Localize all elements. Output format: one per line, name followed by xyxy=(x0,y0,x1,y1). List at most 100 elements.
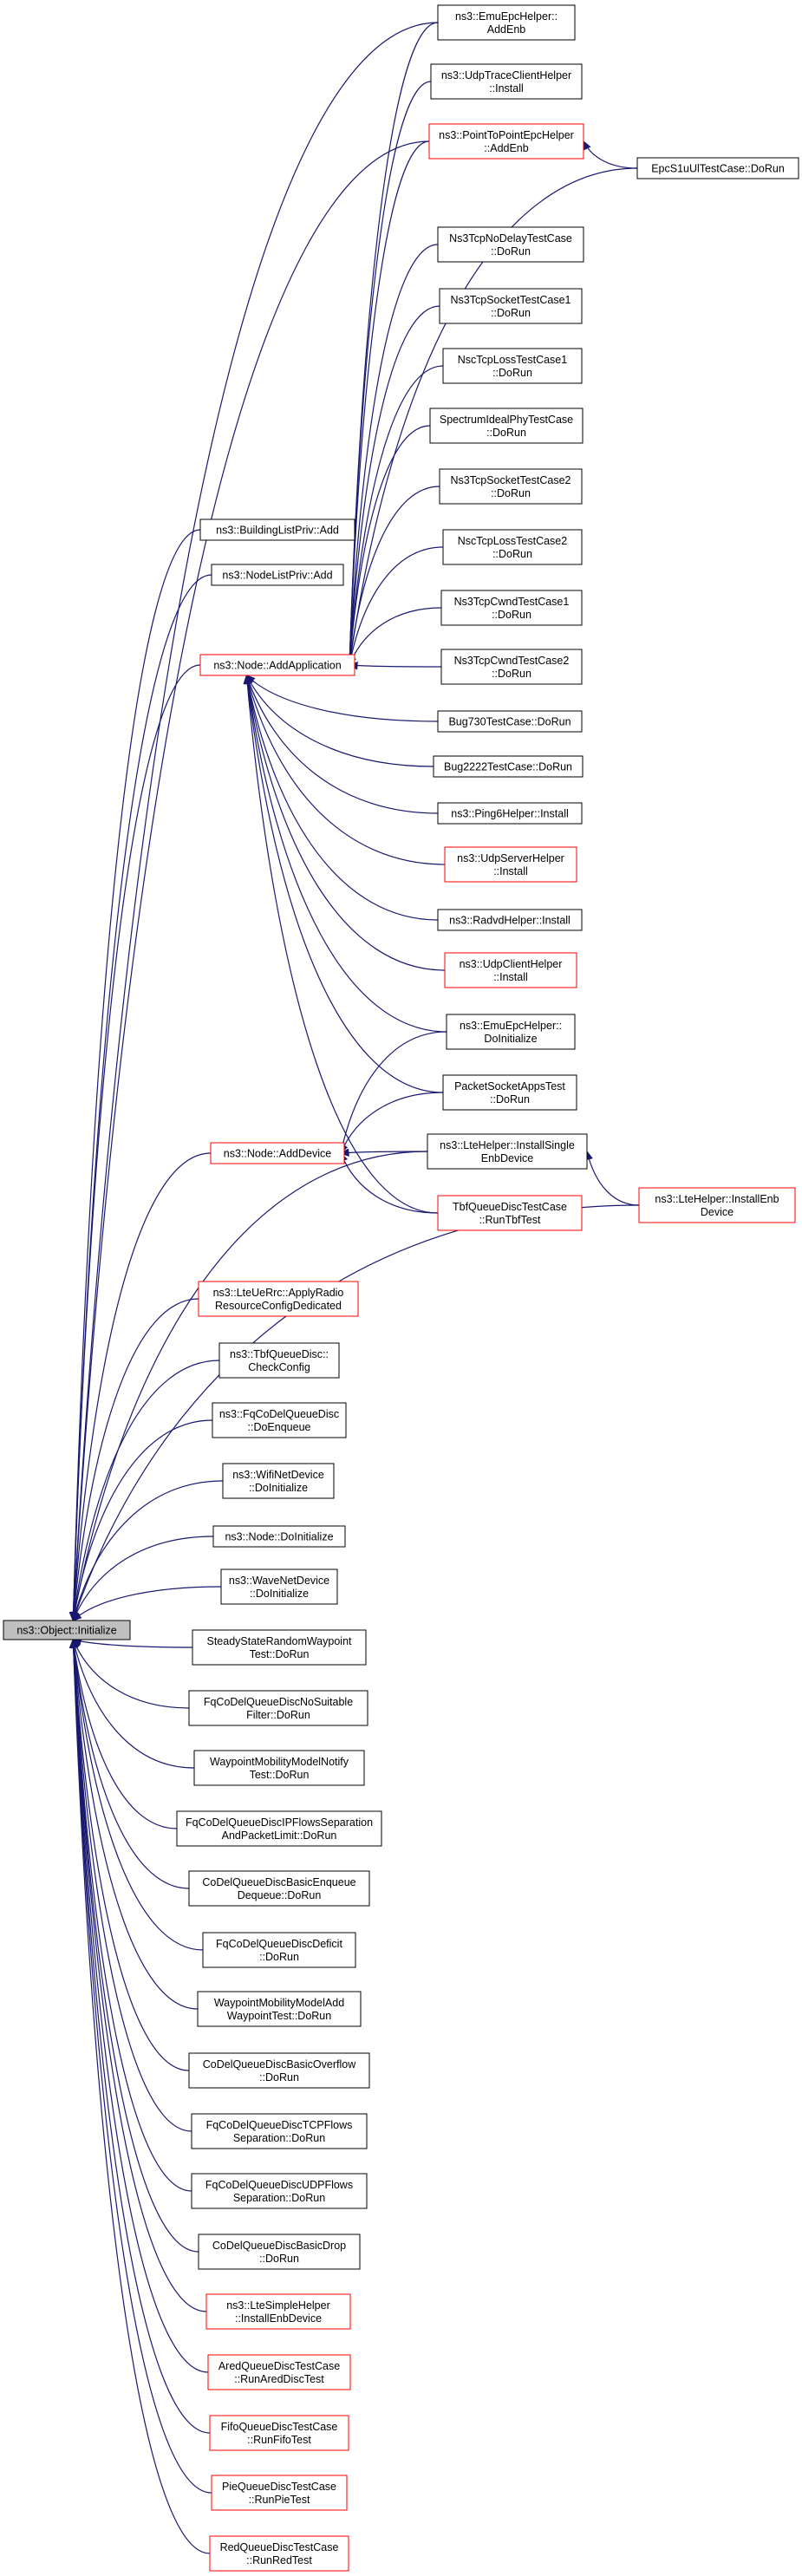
node-box[interactable] xyxy=(446,1014,576,1050)
node-box[interactable] xyxy=(188,1870,370,1907)
graph-node-lteInstallEnb[interactable]: ns3::LteHelper::InstallEnbDevice xyxy=(638,1187,796,1223)
graph-node-ns3TcpSocket1[interactable]: Ns3TcpSocketTestCase1::DoRun xyxy=(439,288,583,324)
graph-node-radvd[interactable]: ns3::RadvdHelper::Install xyxy=(437,909,583,931)
node-box[interactable] xyxy=(193,1750,365,1786)
node-box[interactable] xyxy=(191,2113,368,2149)
node-box[interactable] xyxy=(191,2173,368,2209)
graph-node-nscTcpLoss1[interactable]: NscTcpLossTestCase1::DoRun xyxy=(442,348,583,384)
node-box[interactable] xyxy=(442,348,583,384)
graph-node-packetSocket[interactable]: PacketSocketAppsTest::DoRun xyxy=(442,1074,577,1111)
node-box[interactable] xyxy=(444,952,577,988)
node-box[interactable] xyxy=(212,1525,346,1548)
graph-node-udpTrace[interactable]: ns3::UdpTraceClientHelper::Install xyxy=(430,63,583,100)
node-box[interactable] xyxy=(428,123,584,160)
graph-node-wifiInit[interactable]: ns3::WifiNetDevice::DoInitialize xyxy=(222,1463,335,1499)
node-box[interactable] xyxy=(437,710,583,733)
node-box[interactable] xyxy=(437,802,583,825)
node-box[interactable] xyxy=(427,1133,588,1170)
node-box[interactable] xyxy=(437,226,584,263)
graph-node-spectrumIdeal[interactable]: SpectrumIdealPhyTestCase::DoRun xyxy=(429,408,584,444)
graph-node-lteUeRrc[interactable]: ns3::LteUeRrc::ApplyRadioResourceConfigD… xyxy=(198,1281,359,1317)
graph-node-bug730[interactable]: Bug730TestCase::DoRun xyxy=(437,710,583,733)
graph-node-udpServer[interactable]: ns3::UdpServerHelper::Install xyxy=(444,846,577,883)
node-box[interactable] xyxy=(440,590,583,626)
graph-node-lteSimple[interactable]: ns3::LteSimpleHelper::InstallEnbDevice xyxy=(205,2293,351,2330)
node-box[interactable] xyxy=(636,157,799,179)
node-box[interactable] xyxy=(202,1932,356,1968)
graph-node-ns3TcpNoDelay[interactable]: Ns3TcpNoDelayTestCase::DoRun xyxy=(437,226,584,263)
graph-node-fqEnqueue[interactable]: ns3::FqCoDelQueueDisc::DoEnqueue xyxy=(212,1402,347,1438)
node-box[interactable] xyxy=(439,288,583,324)
node-box[interactable] xyxy=(222,1463,335,1499)
graph-node-fqTCP[interactable]: FqCoDelQueueDiscTCPFlowsSeparation::DoRu… xyxy=(191,2113,368,2149)
node-box[interactable] xyxy=(429,408,584,444)
graph-node-pie[interactable]: PieQueueDiscTestCase::RunPieTest xyxy=(211,2475,348,2511)
graph-node-fifo[interactable]: FifoQueueDiscTestCase::RunFifoTest xyxy=(209,2415,349,2451)
node-box[interactable] xyxy=(212,1402,347,1438)
graph-node-ns3TcpCwnd2[interactable]: Ns3TcpCwndTestCase2::DoRun xyxy=(440,649,583,685)
graph-node-emuDoInit[interactable]: ns3::EmuEpcHelper::DoInitialize xyxy=(446,1014,576,1050)
graph-node-udpClient[interactable]: ns3::UdpClientHelper::Install xyxy=(444,952,577,988)
node-box[interactable] xyxy=(218,1342,340,1379)
graph-node-fqUDP[interactable]: FqCoDelQueueDiscUDPFlowsSeparation::DoRu… xyxy=(191,2173,368,2209)
node-box[interactable] xyxy=(440,649,583,685)
node-box[interactable] xyxy=(442,1074,577,1111)
graph-node-p2pAddEnb[interactable]: ns3::PointToPointEpcHelper::AddEnb xyxy=(428,123,584,160)
node-box[interactable] xyxy=(439,468,583,505)
node-box[interactable] xyxy=(437,4,576,41)
graph-node-tbfRun[interactable]: TbfQueueDiscTestCase::RunTbfTest xyxy=(437,1195,583,1231)
graph-node-addDevice[interactable]: ns3::Node::AddDevice xyxy=(210,1142,345,1164)
node-box[interactable] xyxy=(211,2475,348,2511)
node-box[interactable] xyxy=(442,529,583,565)
node-box[interactable] xyxy=(188,1690,368,1726)
node-box[interactable] xyxy=(197,1991,362,2027)
node-box[interactable] xyxy=(211,564,344,586)
node-box[interactable] xyxy=(220,1568,338,1605)
graph-node-nodeList[interactable]: ns3::NodeListPriv::Add xyxy=(211,564,344,586)
node-box[interactable] xyxy=(188,2052,370,2089)
node-box[interactable] xyxy=(199,654,355,676)
graph-node-buildingList[interactable]: ns3::BuildingListPriv::Add xyxy=(199,518,355,541)
graph-node-fqIPFlows[interactable]: FqCoDelQueueDiscIPFlowsSeparationAndPack… xyxy=(176,1810,382,1847)
node-box[interactable] xyxy=(638,1187,796,1223)
node-box[interactable] xyxy=(3,1620,131,1640)
node-box[interactable] xyxy=(207,2354,351,2390)
node-box[interactable] xyxy=(198,1281,359,1317)
graph-node-codelDrop[interactable]: CoDelQueueDiscBasicDrop::DoRun xyxy=(198,2234,361,2270)
graph-node-epcS1u[interactable]: EpcS1uUlTestCase::DoRun xyxy=(636,157,799,179)
graph-node-bug2222[interactable]: Bug2222TestCase::DoRun xyxy=(433,755,584,778)
node-box[interactable] xyxy=(444,846,577,883)
graph-node-tbfCheck[interactable]: ns3::TbfQueueDisc::CheckConfig xyxy=(218,1342,340,1379)
node-box[interactable] xyxy=(433,755,584,778)
graph-node-ared[interactable]: AredQueueDiscTestCase::RunAredDiscTest xyxy=(207,2354,351,2390)
graph-node-emuAddEnb[interactable]: ns3::EmuEpcHelper::AddEnb xyxy=(437,4,576,41)
node-box[interactable] xyxy=(209,2535,349,2572)
graph-node-nodeInit[interactable]: ns3::Node::DoInitialize xyxy=(212,1525,346,1548)
node-box[interactable] xyxy=(209,2415,349,2451)
node-box[interactable] xyxy=(210,1142,345,1164)
node-box[interactable] xyxy=(205,2293,351,2330)
graph-node-ns3TcpSocket2[interactable]: Ns3TcpSocketTestCase2::DoRun xyxy=(439,468,583,505)
graph-node-nscTcpLoss2[interactable]: NscTcpLossTestCase2::DoRun xyxy=(442,529,583,565)
graph-node-waveInit[interactable]: ns3::WaveNetDevice::DoInitialize xyxy=(220,1568,338,1605)
node-box[interactable] xyxy=(198,2234,361,2270)
graph-node-root[interactable]: ns3::Object::Initialize xyxy=(3,1620,131,1640)
graph-node-waypointAdd[interactable]: WaypointMobilityModelAddWaypointTest::Do… xyxy=(197,1991,362,2027)
node-box[interactable] xyxy=(176,1810,382,1847)
graph-node-addApp[interactable]: ns3::Node::AddApplication xyxy=(199,654,355,676)
graph-node-fqDeficit[interactable]: FqCoDelQueueDiscDeficit::DoRun xyxy=(202,1932,356,1968)
graph-node-ns3TcpCwnd1[interactable]: Ns3TcpCwndTestCase1::DoRun xyxy=(440,590,583,626)
graph-node-ping6[interactable]: ns3::Ping6Helper::Install xyxy=(437,802,583,825)
node-box[interactable] xyxy=(437,1195,583,1231)
graph-node-codelOverflow[interactable]: CoDelQueueDiscBasicOverflow::DoRun xyxy=(188,2052,370,2089)
graph-node-red[interactable]: RedQueueDiscTestCase::RunRedTest xyxy=(209,2535,349,2572)
node-box[interactable] xyxy=(437,909,583,931)
node-box[interactable] xyxy=(192,1629,367,1666)
node-box[interactable] xyxy=(430,63,583,100)
node-box[interactable] xyxy=(199,518,355,541)
